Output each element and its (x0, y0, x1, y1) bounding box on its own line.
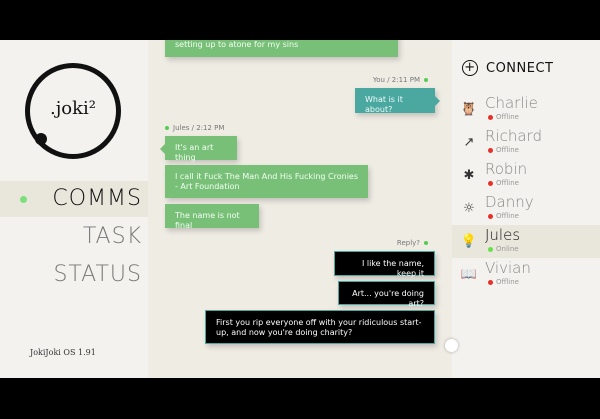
contact-status: Offline (488, 278, 519, 286)
message-bubble: I call it Fuck The Man And His Fucking C… (165, 165, 368, 198)
message-bubble: The name is not final (165, 204, 259, 230)
contact-name: Charlie (485, 94, 538, 112)
reply-prompt[interactable]: Reply? (397, 239, 432, 247)
app-screen: .joki² COMMS TASK STATUS JokiJoki OS 1.9… (0, 40, 600, 378)
birds-icon: ✱ (463, 168, 475, 183)
chat-panel: investors is over, I have this non-profi… (148, 40, 452, 378)
scroll-handle[interactable] (445, 339, 458, 352)
nav-label: COMMS (52, 186, 142, 211)
logo-text: .joki² (49, 98, 97, 119)
nav-status[interactable]: STATUS (0, 257, 148, 293)
message-meta: Jules / 2:12 PM (161, 124, 224, 132)
reply-option[interactable]: Art... you're doing art? (338, 281, 435, 308)
sidebar: .joki² COMMS TASK STATUS JokiJoki OS 1.9… (0, 40, 148, 378)
reply-option[interactable]: I like the name, keep it (334, 251, 435, 278)
plus-icon: + (462, 60, 478, 76)
message-bubble: What is it about? (355, 88, 440, 114)
message-meta: You / 2:11 PM (373, 76, 432, 84)
contact-status: Offline (488, 113, 519, 121)
chart-arrow-icon: ↗ (463, 135, 475, 150)
nav-comms[interactable]: COMMS (0, 181, 148, 217)
contact-status: Offline (488, 179, 519, 187)
contact-status: Offline (488, 146, 519, 154)
book-icon: 📖 (460, 267, 478, 282)
contact-name: Jules (485, 226, 521, 244)
reply-option[interactable]: First you rip everyone off with your rid… (205, 310, 435, 344)
message-bubble: investors is over, I have this non-profi… (165, 40, 398, 57)
os-version: JokiJoki OS 1.91 (30, 348, 96, 357)
owl-icon: 🦉 (460, 102, 478, 117)
contact-name: Vivian (485, 259, 531, 277)
joki-logo: .joki² (25, 63, 121, 159)
connect-label: CONNECT (486, 60, 554, 76)
lightbulb-icon: 💡 (460, 234, 478, 249)
nav-label: TASK (82, 224, 142, 249)
contact-name: Danny (485, 193, 534, 211)
contact-status: Online (488, 245, 519, 253)
contact-name: Robin (485, 160, 528, 178)
message-bubble: It's an art thing (160, 136, 237, 162)
nav-task[interactable]: TASK (0, 219, 148, 255)
active-dot (20, 196, 27, 203)
contact-name: Richard (485, 127, 542, 145)
contact-status: Offline (488, 212, 519, 220)
connect-button[interactable]: + CONNECT (462, 60, 554, 76)
nav-label: STATUS (53, 262, 142, 287)
sun-icon: ☼ (463, 201, 475, 216)
